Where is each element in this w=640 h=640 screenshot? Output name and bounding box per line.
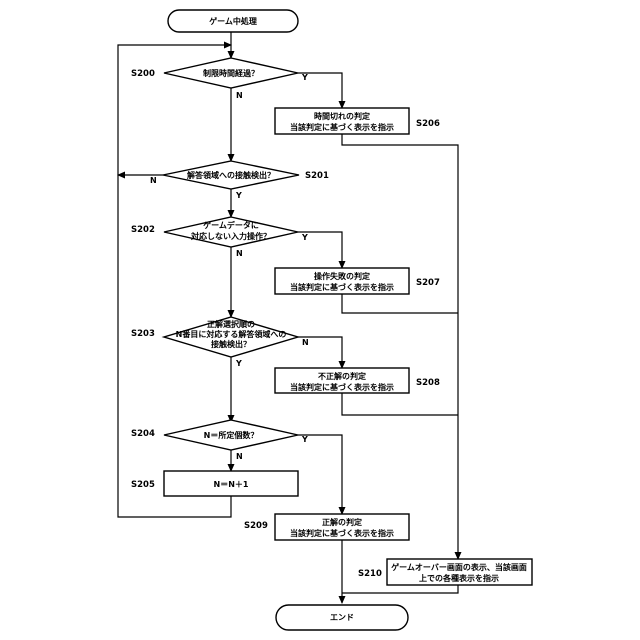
branch-s200-no: N [236,91,243,100]
end-terminal: エンド [276,605,408,630]
decision-s203: 正解選択順の N番目に対応する解答領域への 接触検出？ [164,317,298,357]
decision-s201: 解答領域への接触検出？ [163,161,299,189]
edge-s207-to-column [342,294,458,313]
edge-s208-to-column [342,393,458,415]
step-label-s201: S201 [305,171,329,181]
decision-s203-line1: 正解選択順の [207,319,255,329]
process-s205: N＝N＋1 [164,471,298,496]
decision-s203-line3: 接触検出？ [211,339,251,349]
step-label-s205: S205 [131,480,155,490]
step-label-s206: S206 [416,119,440,129]
process-s207: 操作失敗の判定 当該判定に基づく表示を指示 [275,268,409,294]
process-s210: ゲームオーバー画面の表示、当該画面 上での各種表示を指示 [387,559,532,585]
step-label-s207: S207 [416,278,440,288]
decision-s202-line2: 対応しない入力操作？ [190,231,271,241]
process-s206: 時間切れの判定 当該判定に基づく表示を指示 [275,108,409,134]
decision-s203-line2: N番目に対応する解答領域への [176,329,287,339]
decision-s204-label: N＝所定個数？ [204,430,259,440]
decision-s204: N＝所定個数？ [164,420,298,450]
branch-s202-yes: Y [301,233,308,242]
process-s208-line1: 不正解の判定 [318,371,366,381]
process-s207-line1: 操作失敗の判定 [314,271,370,281]
step-label-s210: S210 [358,569,382,579]
process-s206-line2: 当該判定に基づく表示を指示 [290,122,394,132]
decision-s202: ゲームデータに 対応しない入力操作？ [164,217,298,247]
end-label: エンド [330,613,354,622]
step-label-s204: S204 [131,429,155,439]
step-label-s202: S202 [131,225,155,235]
process-s209-line1: 正解の判定 [322,517,362,527]
step-label-s203: S203 [131,329,155,339]
branch-s201-no: N [150,176,157,185]
decision-s200-label: 制限時間経過？ [203,68,259,78]
decision-s200: 制限時間経過？ [164,58,298,88]
branch-s203-yes-down: Y [235,359,242,368]
branch-s200-yes: Y [301,73,308,82]
process-s209-line2: 当該判定に基づく表示を指示 [290,528,394,538]
process-s208: 不正解の判定 当該判定に基づく表示を指示 [275,368,409,393]
process-s209: 正解の判定 当該判定に基づく表示を指示 [275,514,409,540]
start-label: ゲーム中処理 [209,16,257,26]
process-s210-line1: ゲームオーバー画面の表示、当該画面 [391,562,527,572]
branch-s204-no: N [236,452,243,461]
process-s208-line2: 当該判定に基づく表示を指示 [290,382,394,392]
step-label-s200: S200 [131,69,155,79]
process-s210-line2: 上での各種表示を指示 [419,573,499,583]
branch-s203-no-right: N [302,338,309,347]
decision-s201-label: 解答領域への接触検出？ [187,170,275,180]
edge-s210-to-end [342,585,458,593]
process-s207-line2: 当該判定に基づく表示を指示 [290,282,394,292]
edge-s206-to-s210 [342,134,458,559]
step-label-s209: S209 [244,521,268,531]
decision-s202-line1: ゲームデータに [203,220,259,230]
branch-s204-yes: Y [301,435,308,444]
process-s206-line1: 時間切れの判定 [314,111,370,121]
edge-s204-yes-to-s209 [298,435,342,514]
step-label-s208: S208 [416,378,440,388]
start-terminal: ゲーム中処理 [168,10,298,32]
branch-s201-yes: Y [235,191,242,200]
process-s205-label: N＝N＋1 [214,480,249,489]
branch-s202-no: N [236,249,243,258]
